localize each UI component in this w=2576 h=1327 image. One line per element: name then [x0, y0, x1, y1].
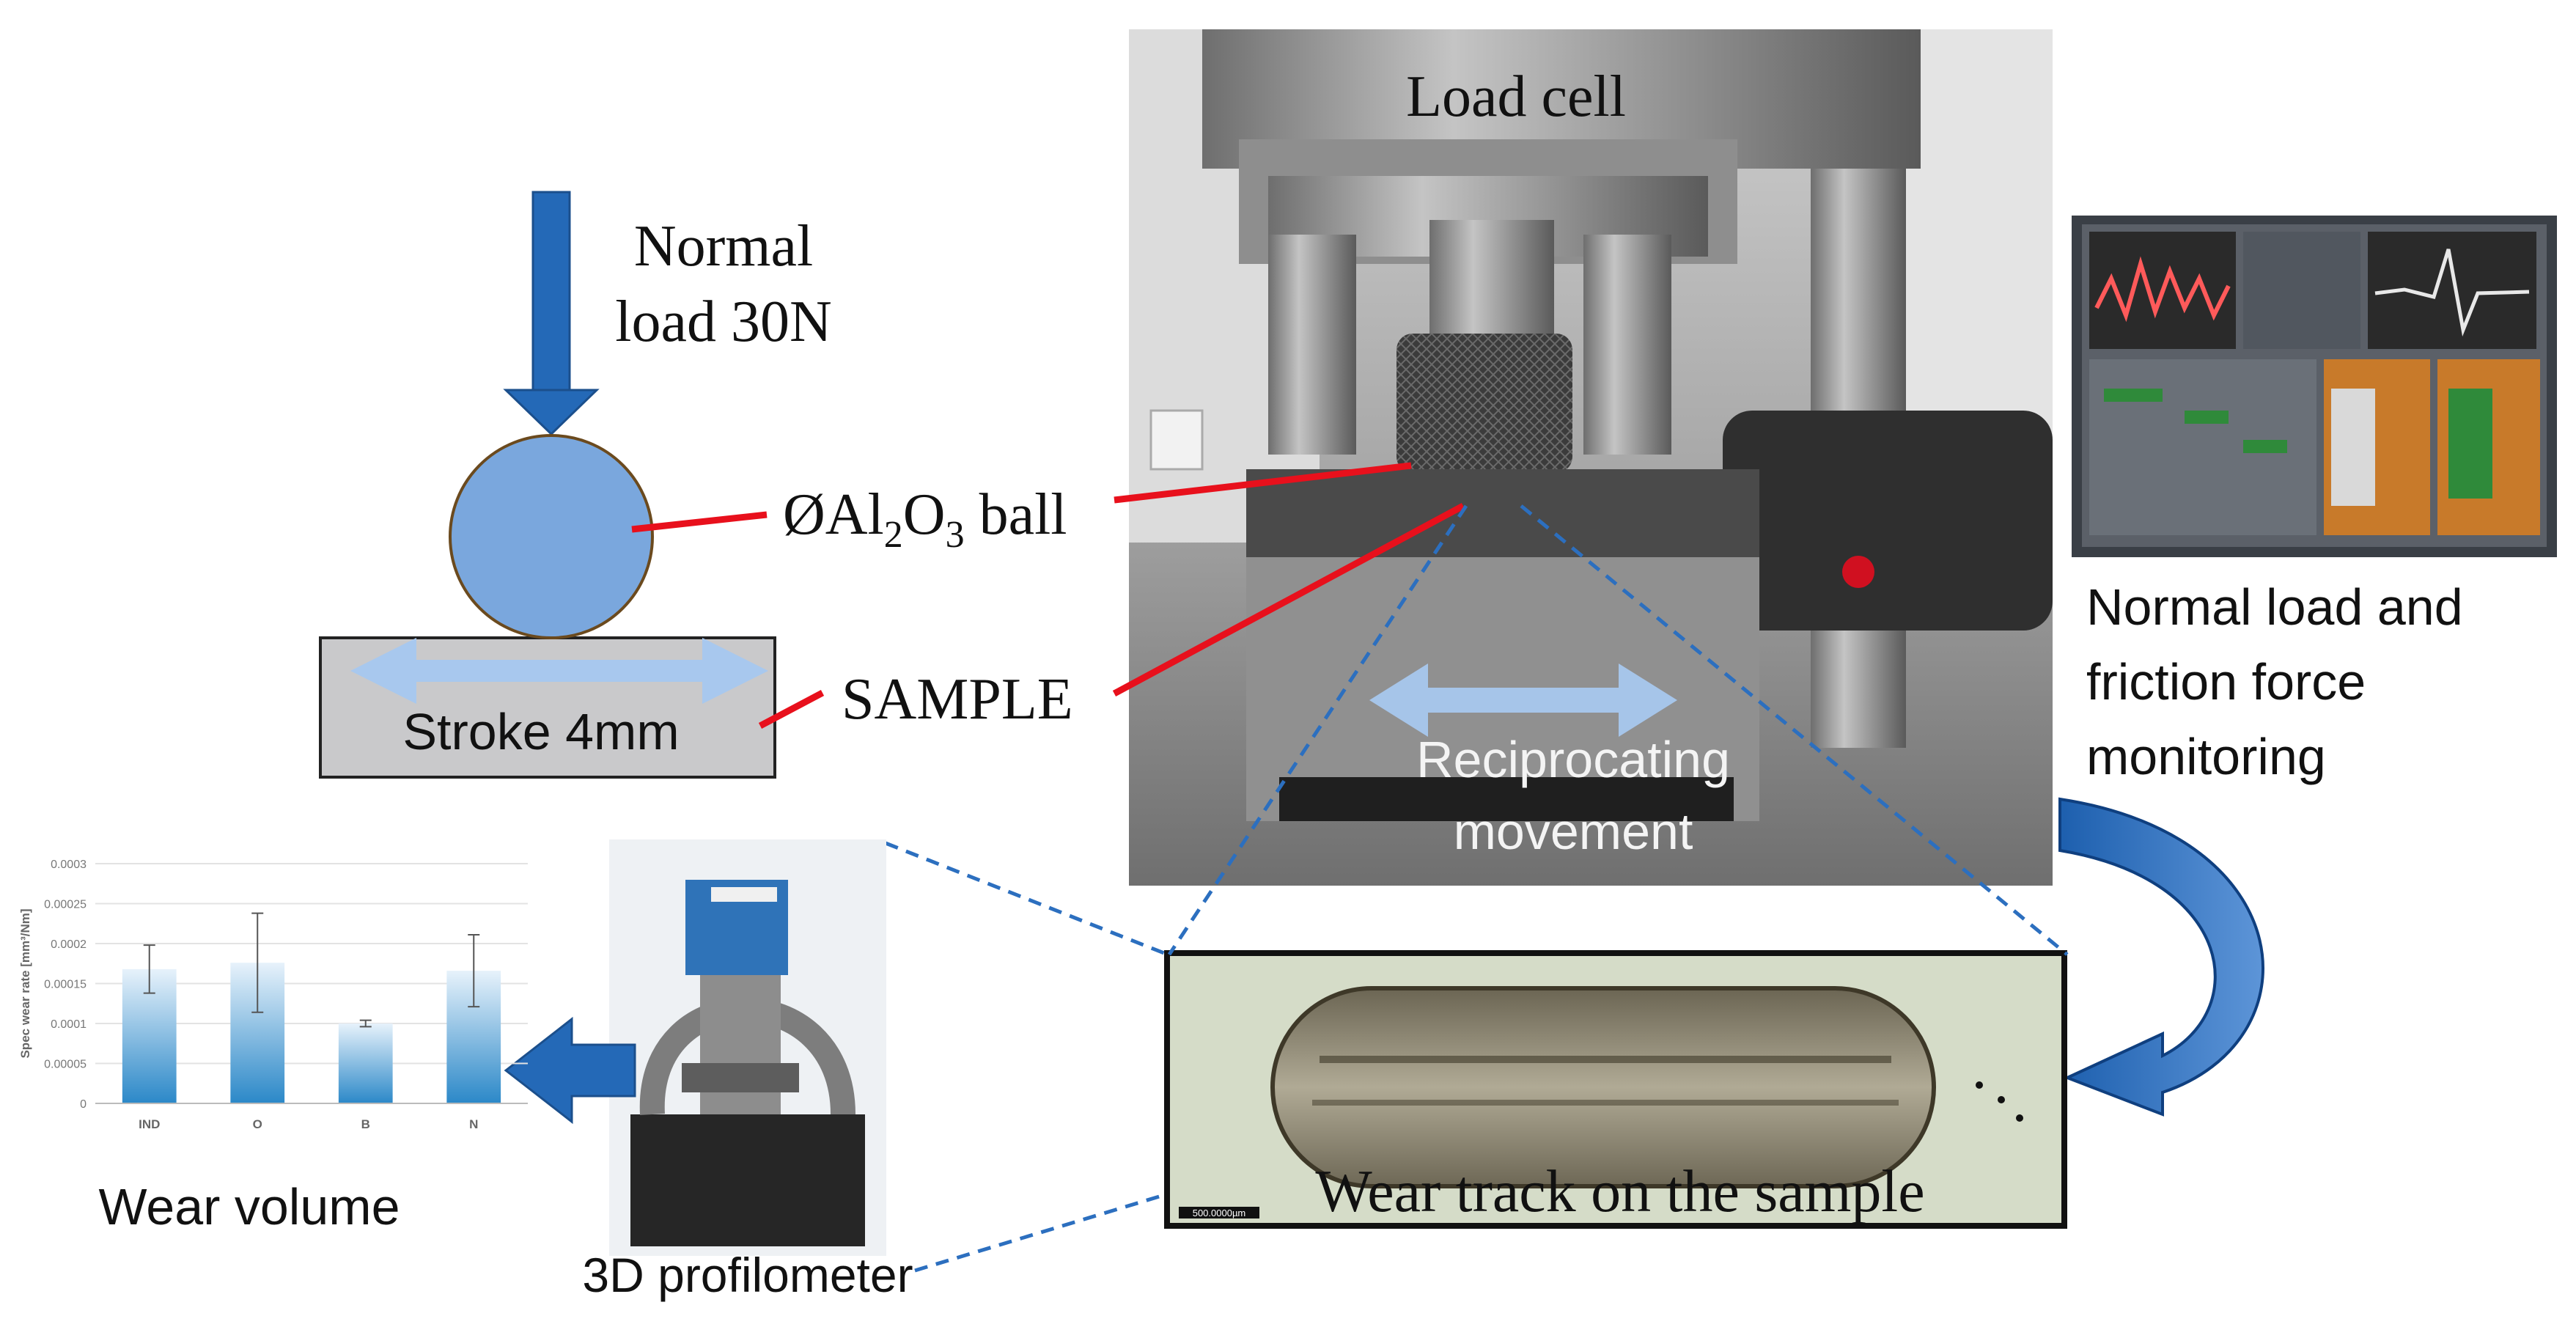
chart-x-tick-label: IND	[139, 1117, 160, 1131]
chart-bar	[338, 1023, 393, 1103]
chart-y-tick-label: 0.0001	[51, 1018, 87, 1031]
wear-volume-label: Wear volume	[98, 1178, 400, 1235]
chart-y-tick-label: 0.0003	[51, 859, 87, 871]
sample-pointer-photo-line	[1112, 503, 1465, 696]
chart-y-tick-label: 0.00015	[44, 979, 87, 991]
wear-track-micrograph: 500.0000µm Wear track on the sample	[1164, 950, 2067, 1229]
normal-load-value: load 30N	[615, 290, 832, 354]
curved-arrow-icon	[2058, 797, 2264, 1117]
normal-load-label: Normal	[634, 214, 813, 279]
scale-bar-label: 500.0000µm	[1193, 1207, 1246, 1218]
chart-x-tick-label: B	[361, 1117, 370, 1131]
chart-y-tick-label: 0.0002	[51, 938, 87, 951]
profilometer-photo	[609, 839, 886, 1256]
ball-pointer-line	[631, 511, 768, 533]
chart-x-tick-label: N	[469, 1117, 478, 1131]
stroke-arrow-icon	[350, 638, 768, 704]
sample-pointer-line	[758, 690, 825, 729]
chart-x-tick-label: O	[253, 1117, 262, 1131]
chart-y-tick-label: 0	[80, 1098, 87, 1111]
schematic: Normal load 30N Stroke 4mm ØAl2O3 ball S…	[319, 191, 1073, 779]
monitoring-label-2: friction force	[2086, 653, 2366, 710]
chart-y-tick-label: 0.00025	[44, 899, 87, 911]
left-arrow-icon	[504, 1016, 636, 1125]
ball-circle	[449, 434, 654, 639]
monitoring-screen	[2072, 216, 2557, 557]
monitoring-label-3: monitoring	[2086, 728, 2326, 785]
sample-label: SAMPLE	[842, 667, 1073, 732]
reciprocating-arrow-icon	[1369, 664, 1677, 737]
normal-load-arrow-icon	[503, 191, 600, 436]
ball-pointer-photo-line	[1114, 462, 1412, 504]
load-cell-label: Load cell	[1406, 65, 1626, 129]
reciprocating-label: Reciprocating	[1416, 731, 1730, 788]
chart-y-tick-label: 0.00005	[44, 1059, 87, 1071]
zoom-lines	[885, 504, 2069, 1273]
reciprocating-label-line2: movement	[1454, 803, 1693, 860]
wear-rate-chart: 0 0.00005 0.0001 0.00015 0.0002 0.00025 0.0003…	[18, 859, 528, 1131]
chart-y-axis-label: Spec wear rate [mm³/Nm]	[18, 908, 32, 1058]
tribometer-photo: Load cell Reciprocating movement	[1129, 29, 2053, 886]
profilometer-label: 3D profilometer	[582, 1248, 913, 1302]
wear-track-label: Wear track on the sample	[1315, 1158, 1924, 1224]
ball-label: ØAl2O3 ball	[783, 482, 1067, 556]
monitoring-label-1: Normal load and	[2086, 578, 2463, 636]
stroke-label: Stroke 4mm	[402, 703, 679, 760]
